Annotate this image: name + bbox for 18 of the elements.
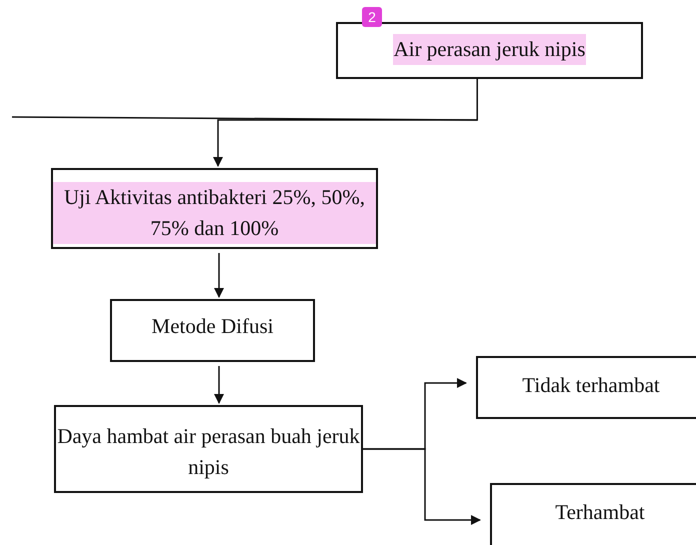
arrow [214,366,224,404]
process-box [110,299,315,362]
connector-line [12,116,478,121]
box-text: Daya hambat air perasan buah jeruk nipis [56,423,361,481]
box-text: Air perasan jeruk nipis [392,34,586,65]
arrow [213,79,478,167]
box-text: Metode Difusi [150,313,274,340]
process-box [336,22,643,79]
box-text: Tidak terhambat [521,372,661,399]
process-box [490,483,696,545]
annotation-marker: 2 [362,7,382,27]
process-box [51,168,378,249]
process-box [476,356,696,419]
arrow [214,253,224,298]
box-text: Terhambat [554,499,646,526]
arrow [363,448,481,525]
process-box [54,405,363,493]
box-text: Uji Aktivitas antibakteri 25%, 50%, 75% dan 100% [53,182,376,244]
